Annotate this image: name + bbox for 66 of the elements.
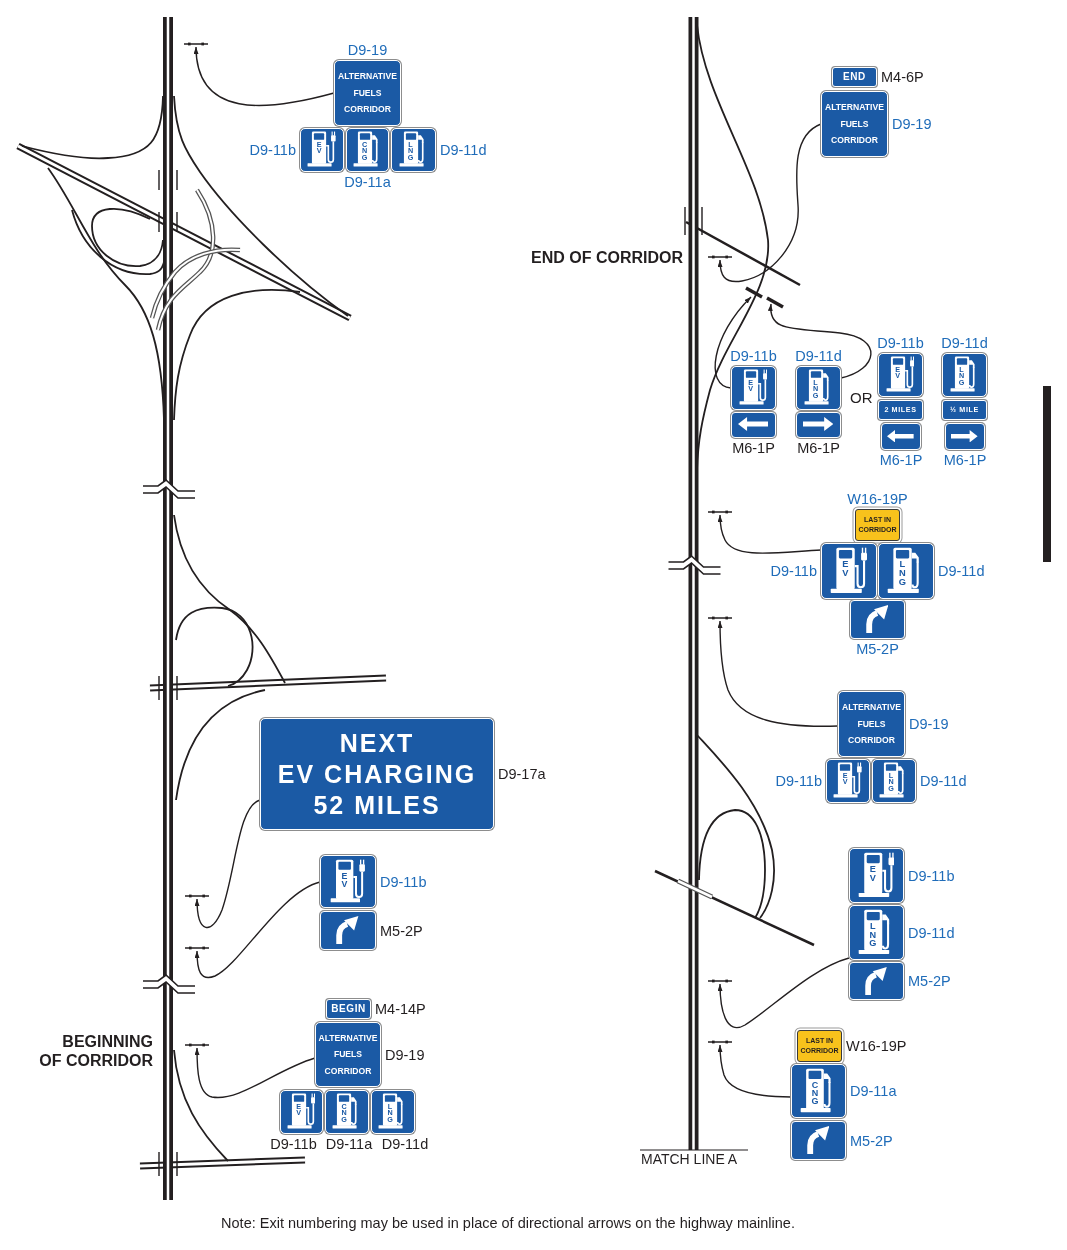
sign-legend: BEGIN xyxy=(331,1003,366,1015)
sign-legend: ALTERNATIVE FUELS CORRIDOR xyxy=(316,1030,380,1079)
sign-code-label: D9-11a xyxy=(850,1083,897,1099)
sign-code-label: M4-14P xyxy=(375,1001,426,1017)
leader-line xyxy=(714,296,752,389)
leader-line xyxy=(717,123,822,283)
sign-code-label: D9-11a xyxy=(344,174,391,190)
leader-line xyxy=(717,514,822,554)
fuel-type-letters: EV xyxy=(340,871,349,888)
sign-code-label: D9-19 xyxy=(385,1046,425,1063)
sign-plaque xyxy=(942,400,987,420)
or-label: OR xyxy=(850,389,873,406)
sign-code-label: D9-11b xyxy=(770,563,817,579)
sign-code-label: D9-11b xyxy=(775,773,822,789)
sign-code-label: D9-17a xyxy=(498,766,546,782)
match-line-label: MATCH LINE A xyxy=(641,1151,738,1167)
sign-code-label: D9-19 xyxy=(909,716,949,732)
sign-code-label: D9-11b xyxy=(270,1136,317,1152)
fuel-type-letters: LNG xyxy=(869,922,877,948)
sign-legend: ALTERNATIVE FUELS CORRIDOR xyxy=(839,699,904,749)
note-text: Note: Exit numbering may be used in place of directional arrows on the highway mainline. xyxy=(221,1215,795,1232)
fuel-type-letters: EV xyxy=(869,865,877,883)
sign-code-label: D9-11d xyxy=(440,142,487,158)
sign-code-label: D9-11d xyxy=(941,335,988,351)
sign-code-label: M5-2P xyxy=(380,922,423,939)
sign-code-label: D9-11b xyxy=(249,142,296,158)
fuel-type-letters: EV xyxy=(841,560,850,578)
sign-code-label: D9-11a xyxy=(325,1136,373,1152)
fuel-type-letters: LNG xyxy=(898,560,907,587)
sign-code-label: W16-19P xyxy=(847,491,908,507)
sign-code-label: M6-1P xyxy=(797,440,840,456)
sign-legend: END xyxy=(843,71,866,83)
leader-line xyxy=(194,799,261,929)
sign-code-label: M4-6P xyxy=(881,69,924,85)
sign-code-label: D9-11d xyxy=(920,773,967,789)
sign-legend: NEXT EV CHARGING 52 MILES xyxy=(277,727,477,821)
sign-code-label: M6-1P xyxy=(943,452,987,468)
sign-code-label: W16-19P xyxy=(846,1038,907,1054)
sign-plaque xyxy=(878,400,923,420)
sign-code-label: M6-1P xyxy=(879,452,923,468)
sign-code-label: M5-2P xyxy=(856,641,899,657)
sign-code-label: D9-11d xyxy=(938,563,985,579)
sign-code-label: D9-11d xyxy=(381,1136,429,1152)
leader-line xyxy=(194,1047,316,1099)
leader-line xyxy=(194,881,321,979)
sign-code-label: M5-2P xyxy=(850,1132,893,1149)
sign-code-label: D9-11d xyxy=(795,348,842,364)
sign-code-label: D9-11b xyxy=(730,348,777,364)
section-label: END OF CORRIDOR xyxy=(531,249,683,267)
sign-code-label: D9-19 xyxy=(892,116,932,132)
sign-code-label: D9-11b xyxy=(380,873,427,890)
section-label: BEGINNING OF CORRIDOR xyxy=(39,1032,153,1070)
sign-legend: ALTERNATIVE FUELS CORRIDOR xyxy=(822,99,887,149)
fuel-type-letters: CNG xyxy=(811,1080,819,1106)
leader-line xyxy=(717,620,839,727)
leader-line xyxy=(717,1044,792,1098)
leader-line xyxy=(717,957,850,1029)
sign-code-label: D9-11b xyxy=(877,335,924,351)
leader-line xyxy=(768,303,872,379)
sign-code-label: D9-11d xyxy=(908,924,955,941)
sign-code-label: D9-19 xyxy=(347,42,388,58)
sign-code-label: M6-1P xyxy=(732,440,775,456)
sign-code-label: D9-11b xyxy=(908,867,955,884)
sign-code-label: M5-2P xyxy=(908,973,951,989)
leader-line xyxy=(194,46,335,107)
sign-legend: ALTERNATIVE FUELS CORRIDOR xyxy=(335,68,400,118)
